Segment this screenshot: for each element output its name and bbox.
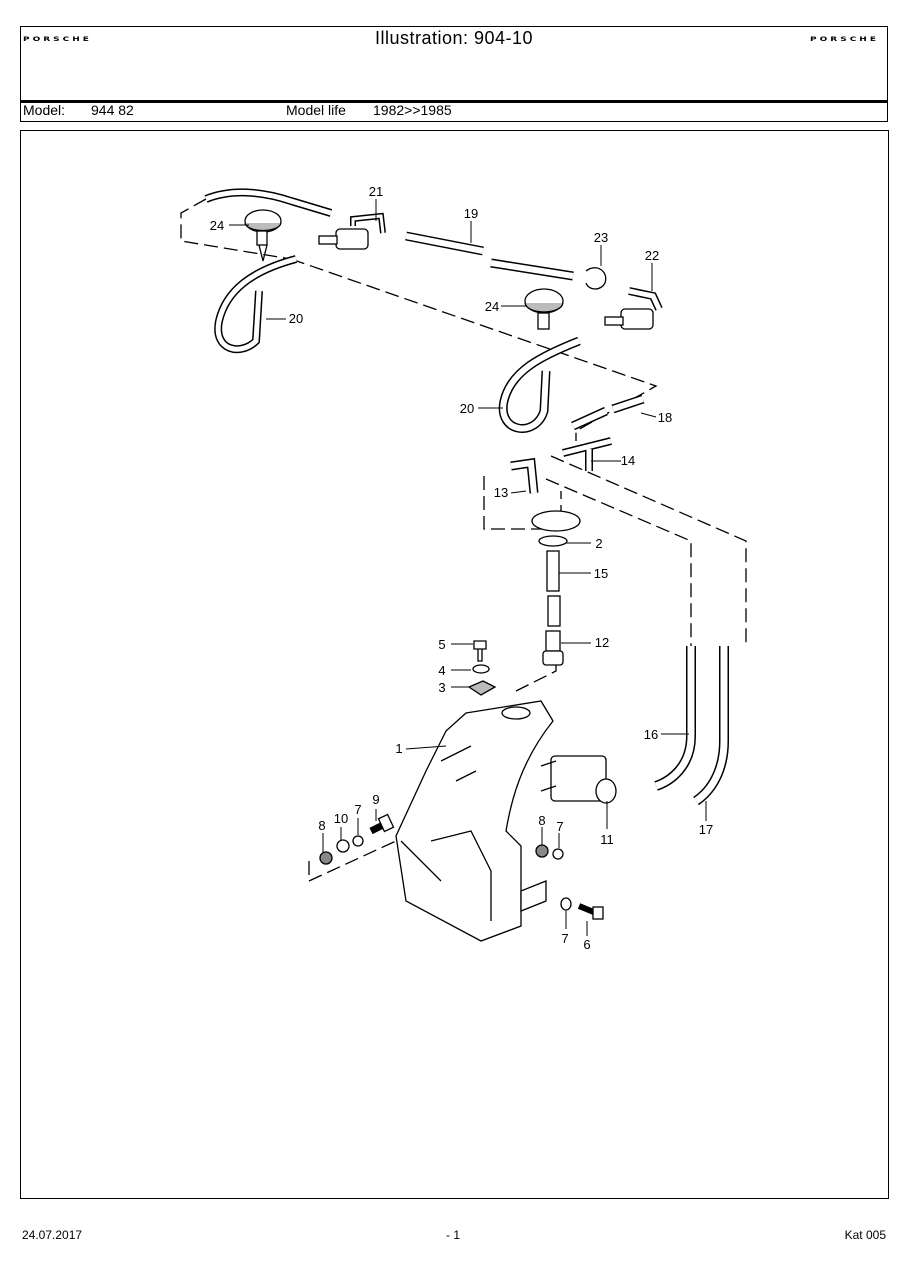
model-label: Model: (23, 102, 66, 118)
callout-labels: 21 19 23 22 24 20 24 20 18 14 13 2 15 12… (210, 184, 713, 952)
callout-6: 6 (583, 937, 590, 952)
callout-24-left: 24 (210, 218, 224, 233)
hose-left-loop (214, 255, 298, 354)
washer-pump-11 (540, 755, 617, 804)
callout-18: 18 (658, 410, 672, 425)
clip-23 (585, 267, 607, 290)
porsche-logo-right: PORSCHE (810, 36, 879, 43)
check-valve-right (604, 308, 654, 330)
bolt-9 (369, 813, 395, 835)
callout-20-left: 20 (289, 311, 303, 326)
top-left-tube (204, 188, 333, 217)
page-title: Illustration: 904-10 (374, 28, 534, 48)
hose-16-17 (654, 646, 729, 806)
callout-7-low: 7 (561, 931, 568, 946)
callout-13: 13 (494, 485, 508, 500)
elbow-13 (510, 457, 539, 494)
callout-17: 17 (699, 822, 713, 837)
pipe-15 (546, 550, 561, 627)
callout-19: 19 (464, 206, 478, 221)
callout-11: 11 (600, 832, 614, 847)
nut-3 (467, 680, 497, 696)
reservoir-tank-1 (395, 700, 554, 942)
callout-10: 10 (334, 811, 348, 826)
model-life-label: Model life (286, 102, 346, 118)
callout-23: 23 (594, 230, 608, 245)
footer-page-number: - 1 (446, 1228, 461, 1242)
washer-jet-right (524, 288, 564, 330)
callout-8-left: 8 (318, 818, 325, 833)
callout-3: 3 (438, 680, 445, 695)
washer-4 (472, 664, 490, 674)
callout-8-right: 8 (538, 813, 545, 828)
callout-21: 21 (369, 184, 383, 199)
washer-7-left (352, 835, 364, 847)
model-value: 944 82 (91, 102, 134, 118)
model-life-value: 1982>>1985 (373, 102, 452, 118)
porsche-logo-left: PORSCHE (23, 36, 92, 43)
washer-7-mid (552, 848, 564, 860)
hose-right-loop (498, 336, 581, 433)
washer-jet-left (244, 209, 282, 262)
illustration-frame: 21 19 23 22 24 20 24 20 18 14 13 2 15 12… (20, 130, 889, 1199)
leader-lines (229, 199, 707, 936)
callout-5: 5 (438, 637, 445, 652)
nut-8-right (535, 844, 549, 858)
callout-24-right: 24 (485, 299, 499, 314)
callout-22: 22 (645, 248, 659, 263)
nut-8-left (319, 851, 333, 865)
check-valve-left (318, 212, 386, 250)
tube-18 (571, 394, 645, 431)
parts-diagram: 21 19 23 22 24 20 24 20 18 14 13 2 15 12… (180, 184, 747, 952)
callout-15: 15 (594, 566, 608, 581)
bolt-6 (577, 903, 604, 920)
callout-12: 12 (595, 635, 609, 650)
grommet-12 (542, 630, 564, 666)
callout-9: 9 (372, 792, 379, 807)
callout-4: 4 (438, 663, 445, 678)
elbow-22 (628, 287, 663, 311)
callout-7-left: 7 (354, 802, 361, 817)
tube-19 (405, 231, 574, 281)
footer-catalog: Kat 005 (844, 1228, 886, 1242)
callout-16: 16 (644, 727, 658, 742)
callout-14: 14 (621, 453, 635, 468)
header-box: PORSCHE Illustration: 904-10 PORSCHE Mod… (20, 26, 888, 122)
callout-2: 2 (595, 536, 602, 551)
screw-5 (473, 640, 487, 662)
callout-7-mid: 7 (556, 819, 563, 834)
washer-10 (336, 839, 350, 853)
pump-cap-2 (531, 510, 581, 547)
washer-7-low (560, 897, 572, 911)
footer-date: 24.07.2017 (22, 1228, 83, 1242)
callout-20-right: 20 (460, 401, 474, 416)
callout-1: 1 (395, 741, 402, 756)
t-piece-14 (562, 437, 612, 471)
header-divider (21, 100, 887, 103)
